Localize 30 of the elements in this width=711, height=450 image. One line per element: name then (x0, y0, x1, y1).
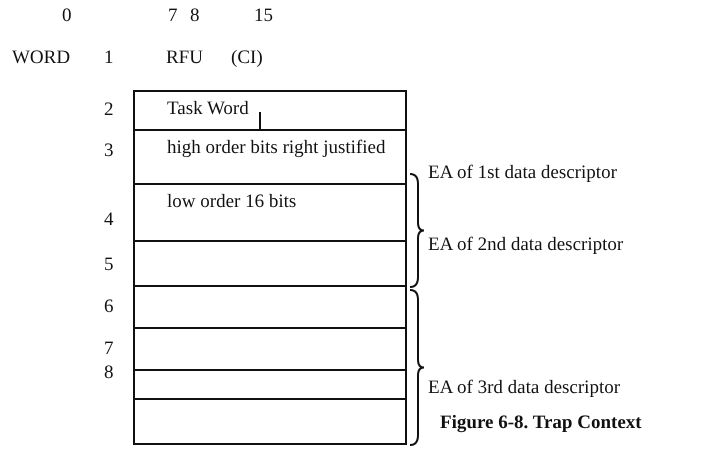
word-number: 8 (104, 362, 114, 384)
field-label: Task Word (167, 98, 250, 119)
field-label: low order 16 bits (167, 191, 298, 212)
register-row (133, 183, 407, 242)
field-label: (CI) (231, 47, 263, 69)
figure-caption: Figure 6-8. Trap Context (440, 412, 642, 434)
register-row (133, 129, 407, 185)
register-row (133, 285, 407, 329)
bit-number: 7 (168, 5, 178, 27)
word-number: 2 (104, 99, 114, 121)
word-number: 6 (104, 296, 114, 318)
register-row (133, 327, 407, 371)
word-number: 5 (104, 254, 114, 276)
word-number: 4 (104, 209, 114, 231)
brace-label: EA of 1st data descriptor (428, 162, 617, 184)
task-word-row (133, 90, 407, 131)
bit-number: 15 (254, 5, 273, 27)
word-number: 3 (104, 140, 114, 162)
word-number: 1 (104, 47, 114, 69)
brace-label: EA of 2nd data descriptor (428, 234, 624, 256)
register-row (133, 369, 407, 400)
field-label: RFU (166, 47, 203, 69)
brace-label: EA of 3rd data descriptor (428, 377, 620, 399)
word-number: 7 (104, 338, 114, 360)
register-row (133, 398, 407, 445)
bit-number: 0 (62, 5, 72, 27)
bit-number: 8 (190, 5, 200, 27)
register-row (133, 240, 407, 287)
row-heading: WORD (12, 47, 70, 69)
field-label: high order bits right justified (167, 137, 386, 158)
